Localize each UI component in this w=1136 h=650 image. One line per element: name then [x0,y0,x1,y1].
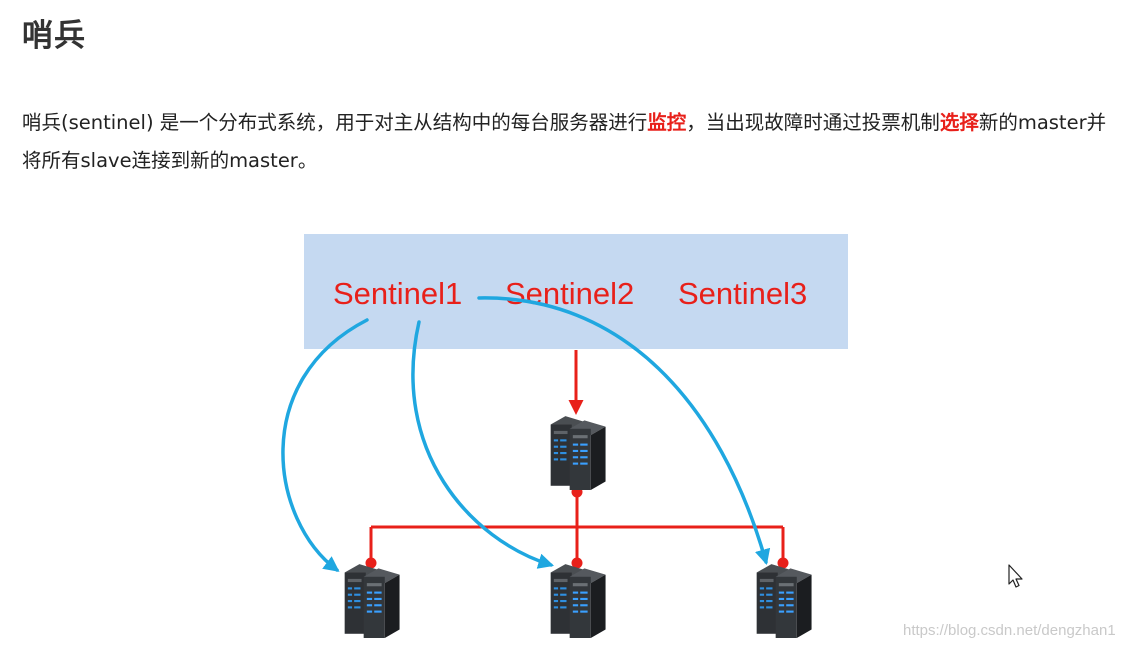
highlight-monitor: 监控 [647,111,687,134]
page-title: 哨兵 [22,18,86,54]
sentinel-2-label: Sentinel2 [505,276,634,311]
replication-links [369,350,785,563]
slave-server-2-icon [550,564,606,638]
monitor-arrow-slave-3 [477,296,771,566]
slave-server-3-icon [756,564,812,638]
highlight-select: 选择 [939,111,979,134]
sentinel-panel [304,234,848,349]
description-paragraph: 哨兵(sentinel) 是一个分布式系统，用于对主从结构中的每台服务器进行监控… [22,104,1122,180]
slave-1-dot [365,557,377,569]
description-text-1: 哨兵(sentinel) 是一个分布式系统，用于对主从结构中的每台服务器进行 [22,111,648,134]
slave-server-1-icon [344,564,400,638]
monitor-arrows [281,296,771,572]
description-text-2: ，当出现故障时通过投票机制 [686,111,940,134]
monitor-arrow-slave-2 [411,320,555,569]
slave-3-dot [777,557,789,569]
sentinel-3-label: Sentinel3 [678,276,807,311]
monitor-arrow-slave-1 [281,318,369,572]
description-text-3: 新的master并将所有slave连接到新的master。 [22,111,1107,172]
master-server-icon [550,416,606,490]
sentinel-1-label: Sentinel1 [333,276,462,311]
watermark-text: https://blog.csdn.net/dengzhan1 [903,622,1116,639]
mouse-cursor-icon [1008,564,1023,588]
slave-2-dot [571,557,583,569]
